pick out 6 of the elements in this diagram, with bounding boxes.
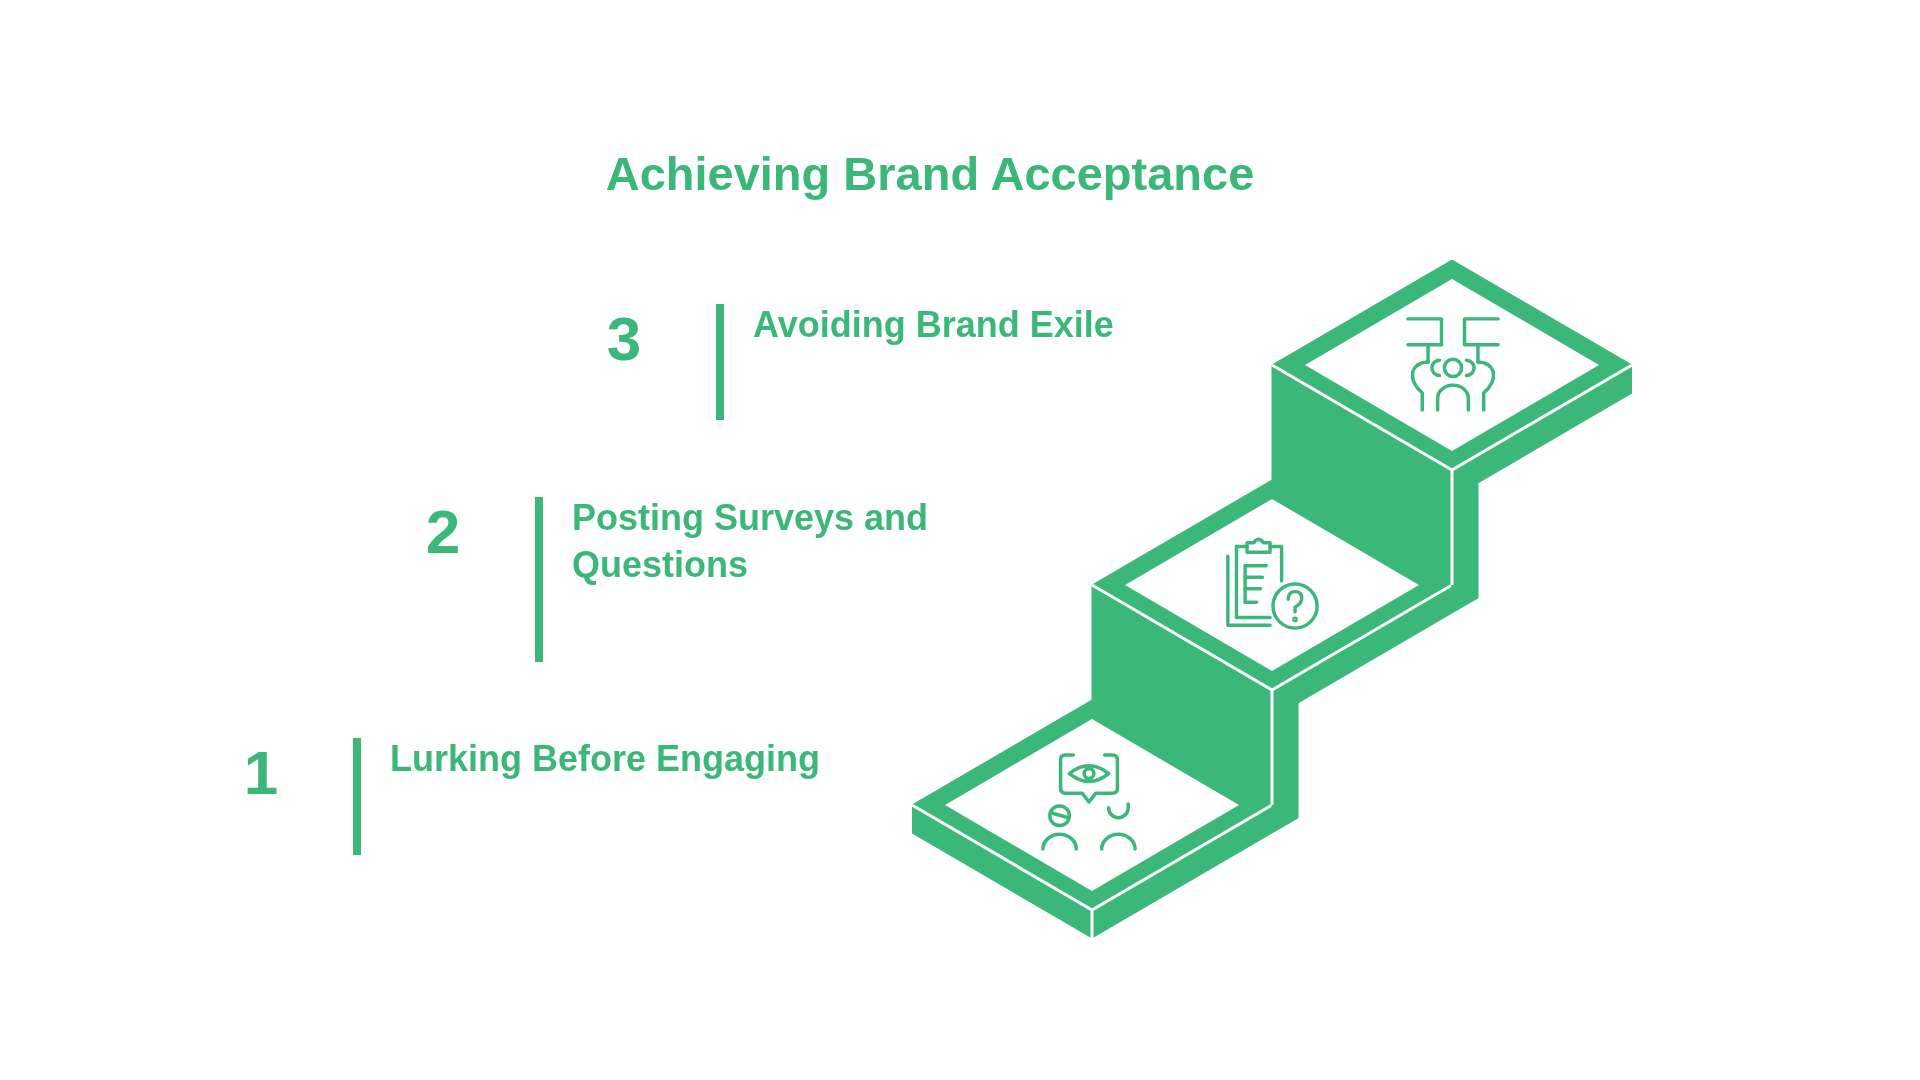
step-number: 3 — [606, 308, 642, 370]
step-title: Lurking Before Engaging — [390, 737, 820, 781]
step-number: 2 — [425, 501, 461, 563]
step-title: Posting Surveys and Questions — [572, 496, 930, 587]
step-title: Avoiding Brand Exile — [753, 303, 1114, 347]
step-number: 1 — [243, 742, 279, 804]
